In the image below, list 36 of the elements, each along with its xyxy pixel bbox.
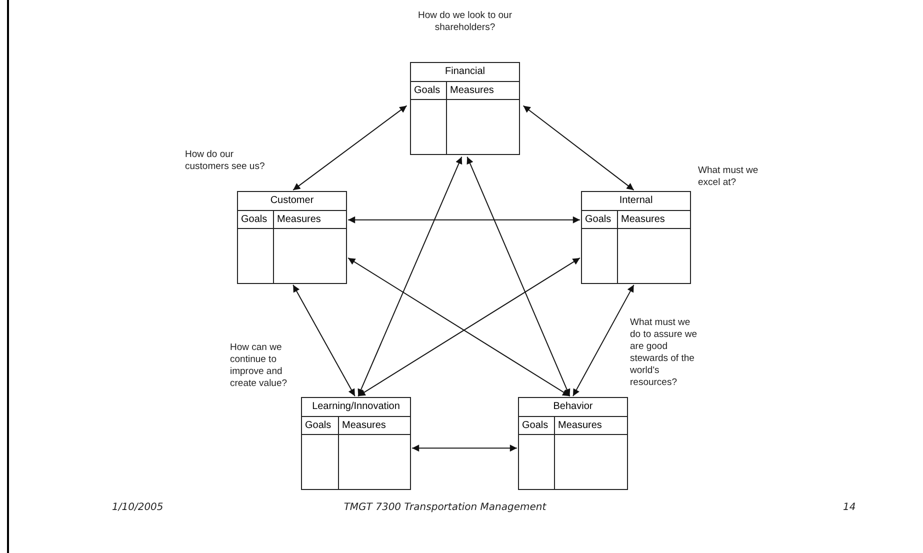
question-text: What must we excel at? bbox=[698, 165, 760, 189]
box-title: Financial bbox=[411, 63, 519, 82]
column-header: Measures bbox=[447, 82, 519, 100]
column-header: Goals bbox=[238, 211, 274, 229]
column-header: Measures bbox=[339, 417, 410, 435]
box-title: Internal bbox=[582, 192, 690, 211]
table-box bbox=[237, 191, 347, 284]
double-arrow bbox=[412, 444, 518, 452]
double-arrow bbox=[292, 105, 408, 191]
column-header: Goals bbox=[411, 82, 447, 100]
table-box bbox=[518, 397, 628, 490]
column-header: Goals bbox=[519, 417, 555, 435]
question-text: What must we do to assure we are good stewards of the world's resources? bbox=[630, 317, 698, 389]
footer-text: 1/10/2005 bbox=[112, 502, 164, 513]
double-arrow bbox=[522, 105, 634, 191]
footer-text: 14 bbox=[843, 502, 856, 513]
column-header: Goals bbox=[582, 211, 618, 229]
column-header: Measures bbox=[274, 211, 346, 229]
box-title: Learning/Innovation bbox=[302, 398, 410, 417]
box-title: Behavior bbox=[519, 398, 627, 417]
double-arrow bbox=[572, 284, 634, 397]
column-header: Goals bbox=[302, 417, 339, 435]
table-box bbox=[410, 62, 520, 155]
column-header: Measures bbox=[618, 211, 690, 229]
double-arrow bbox=[466, 156, 570, 397]
question-text: How do our customers see us? bbox=[185, 149, 265, 173]
footer-text: TMGT 7300 Transportation Management bbox=[344, 502, 546, 513]
column-header: Measures bbox=[555, 417, 627, 435]
box-title: Customer bbox=[238, 192, 346, 211]
double-arrow bbox=[348, 216, 580, 224]
double-arrow bbox=[292, 284, 356, 397]
table-box bbox=[301, 397, 411, 490]
question-text: How can we continue to improve and create value? bbox=[230, 342, 288, 390]
table-box bbox=[581, 191, 691, 284]
double-arrow bbox=[358, 156, 462, 397]
question-text: How do we look to our shareholders? bbox=[417, 10, 513, 34]
